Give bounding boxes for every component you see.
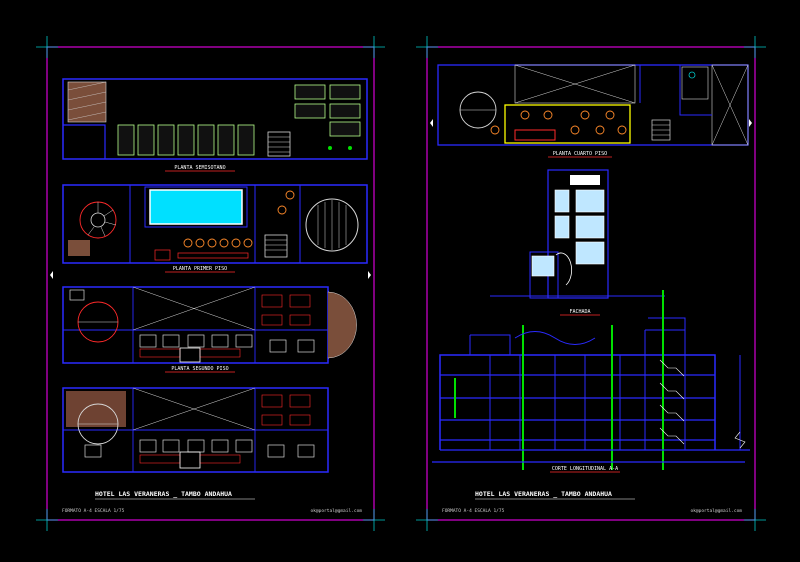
parking-cars-side	[294, 84, 361, 137]
label-planta-cuarto-piso: PLANTA CUARTO PISO	[553, 151, 607, 157]
plan-primer-piso	[62, 184, 368, 264]
beds	[69, 289, 315, 353]
room-furniture-red	[139, 294, 311, 358]
beds	[84, 439, 315, 458]
parking-cars-row	[117, 124, 255, 156]
right-sheet-border	[426, 46, 756, 521]
left-sheet-format-note: FORMATO A-4 ESCALA 1/75	[62, 508, 125, 514]
dining-tables	[183, 190, 295, 248]
round-hall	[305, 198, 359, 252]
plan-cuarto-piso	[437, 64, 749, 146]
stair-core	[267, 131, 291, 157]
label-fachada: FACHADA	[569, 309, 590, 315]
left-sheet-email: ok@portal@gmail.com	[311, 508, 363, 514]
label-planta-primer-piso: PLANTA PRIMER PISO	[173, 266, 227, 272]
green-columns	[454, 290, 664, 470]
section-stairs	[659, 359, 685, 445]
right-sheet-format-note: FORMATO A-4 ESCALA 1/75	[442, 508, 505, 514]
plan-segundo-piso	[62, 286, 357, 364]
crosshair-marks	[36, 36, 766, 531]
facade-elevation	[490, 169, 665, 299]
pool	[149, 189, 243, 225]
label-corte-longitudinal: CORTE LONGITUDINAL A-A	[552, 466, 618, 472]
edge-markers	[50, 119, 752, 279]
plan-tercer-piso	[62, 387, 329, 473]
label-planta-semisotano: PLANTA SEMISOTANO	[174, 165, 225, 171]
label-planta-segundo-piso: PLANTA SEGUNDO PISO	[171, 366, 228, 372]
left-sheet-border	[46, 46, 375, 521]
room-furniture-red	[139, 394, 311, 464]
facade-windows	[531, 189, 605, 277]
plan-semisotano	[62, 78, 368, 160]
right-sheet-title: HOTEL LAS VERANERAS _ TAMBO ANDAHUA	[475, 490, 612, 498]
terrace-floor	[66, 391, 126, 427]
bar-area	[504, 104, 631, 144]
bar-tables	[490, 110, 627, 135]
left-sheet-title: HOTEL LAS VERANERAS _ TAMBO ANDAHUA	[95, 490, 232, 498]
right-sheet-email: ok@portal@gmail.com	[691, 508, 743, 514]
section-corte	[432, 290, 750, 470]
stair-core	[264, 234, 288, 258]
